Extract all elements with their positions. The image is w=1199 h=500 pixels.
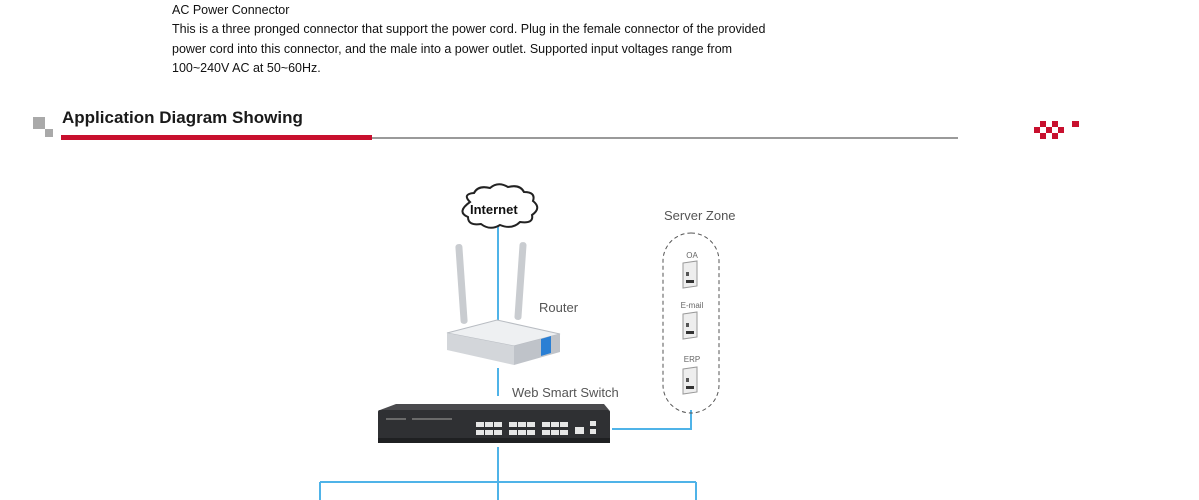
server-oa-icon	[682, 260, 698, 289]
section-bullet-icon	[33, 117, 45, 129]
connector-description-line-2: power cord into this connector, and the …	[172, 41, 733, 56]
section-divider-accent	[61, 135, 372, 140]
router-icon	[446, 242, 561, 365]
connector-title: AC Power Connector	[172, 3, 290, 17]
server-label-oa: OA	[686, 251, 698, 260]
connector-description-line-1: This is a three pronged connector that s…	[172, 22, 766, 36]
switch-label: Web Smart Switch	[512, 385, 619, 400]
ac-power-connector-section: AC Power Connector This is a three prong…	[172, 1, 872, 79]
internet-label: Internet	[470, 202, 518, 217]
section-divider	[61, 137, 958, 139]
section-header: Application Diagram Showing	[0, 0, 1199, 150]
section-title: Application Diagram Showing	[62, 108, 303, 127]
internet-cloud-icon	[461, 183, 539, 229]
server-zone-boundary	[662, 232, 720, 414]
brand-logo	[1034, 121, 1079, 139]
server-zone-label: Server Zone	[664, 208, 736, 223]
server-icons	[682, 260, 698, 395]
server-erp-icon	[682, 366, 698, 395]
section-bullet-icon-small	[45, 129, 53, 137]
connector-description-line-3: 100~240V AC at 50~60Hz.	[172, 61, 321, 75]
switch-server-link	[612, 410, 692, 430]
switch-icon	[378, 404, 610, 443]
server-email-icon	[682, 311, 698, 340]
server-label-erp: ERP	[683, 355, 701, 364]
router-label: Router	[539, 300, 579, 315]
server-label-email: E-mail	[680, 301, 704, 310]
